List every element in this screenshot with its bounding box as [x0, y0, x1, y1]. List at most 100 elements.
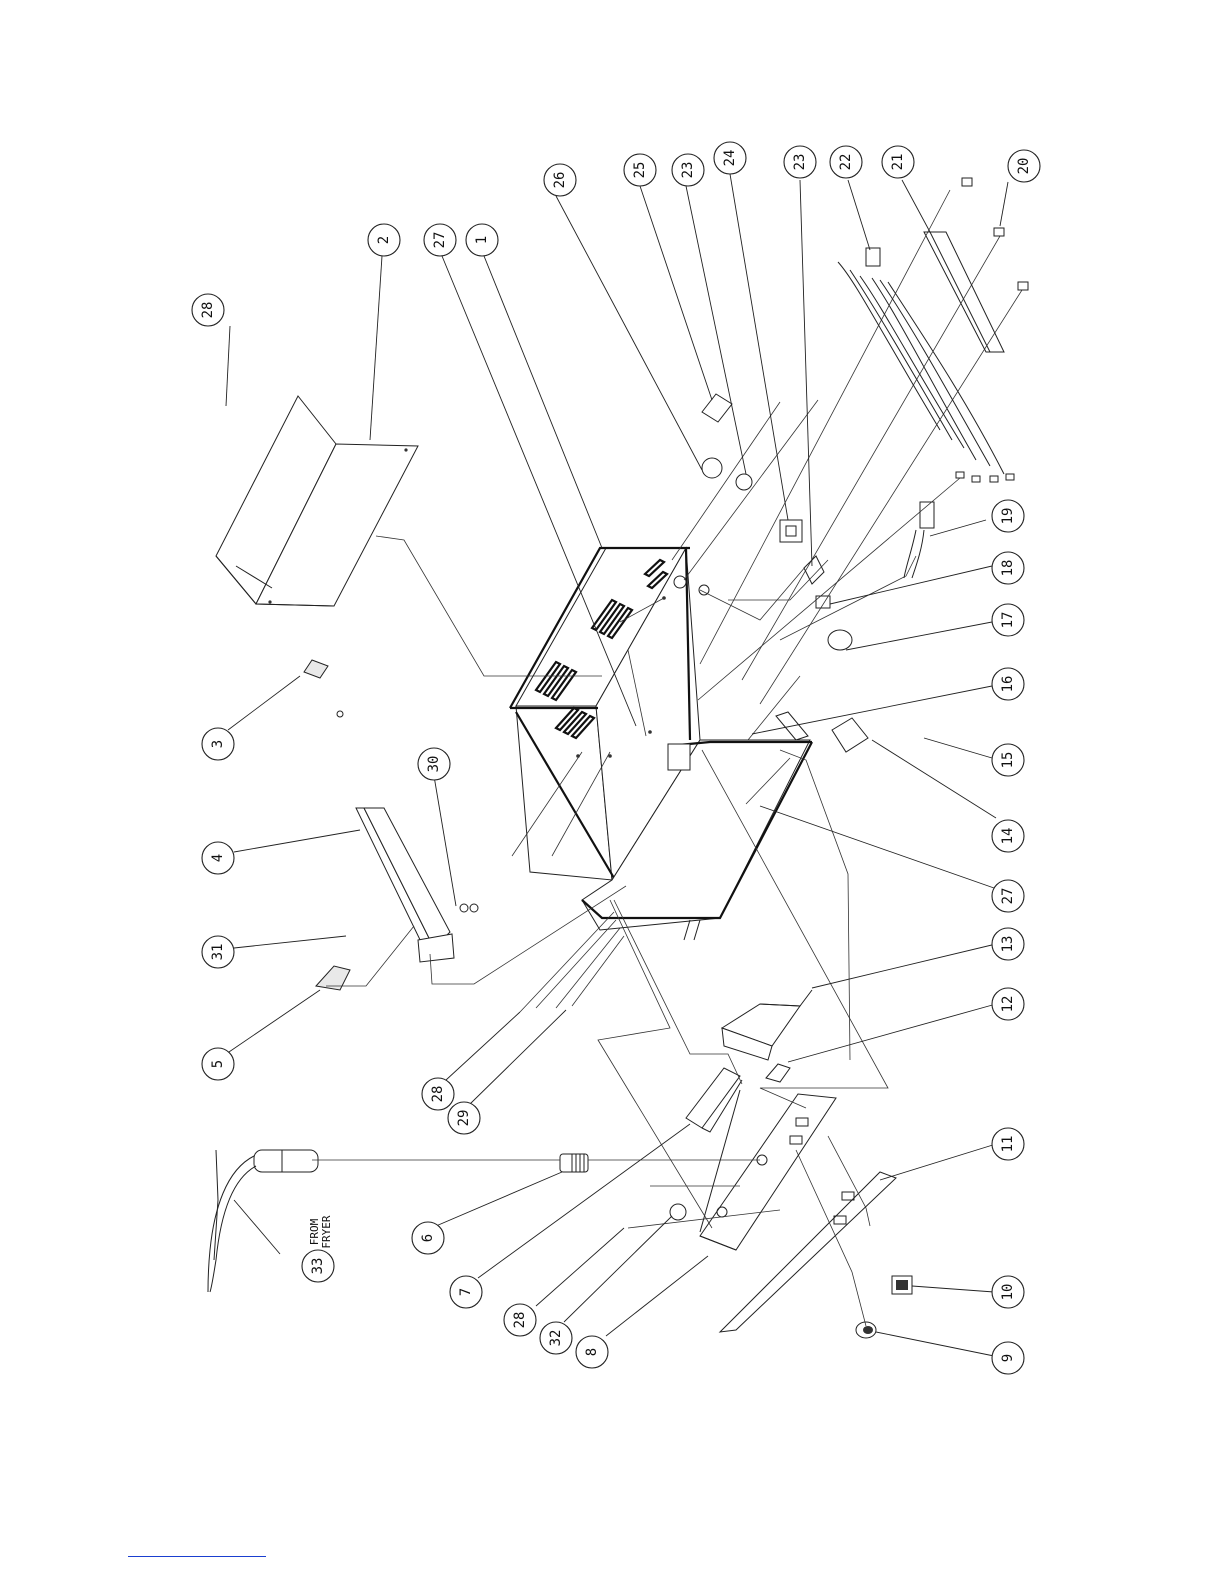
svg-text:33: 33 [310, 1258, 326, 1275]
svg-text:23: 23 [792, 154, 808, 171]
rocker-switch-part [892, 1276, 912, 1294]
callout-23b: 23 [784, 146, 816, 178]
callout-3: 3 [202, 728, 234, 760]
svg-text:15: 15 [1000, 752, 1016, 769]
svg-text:13: 13 [1000, 936, 1016, 953]
svg-text:8: 8 [584, 1348, 600, 1356]
svg-text:25: 25 [632, 162, 648, 179]
note-line-2: FRYER [320, 1215, 333, 1248]
svg-text:26: 26 [552, 172, 568, 189]
svg-text:14: 14 [1000, 828, 1016, 845]
callout-20: 20 [1008, 150, 1040, 182]
bracket-plate-part [304, 660, 328, 678]
svg-text:29: 29 [456, 1110, 472, 1127]
svg-text:22: 22 [838, 154, 854, 171]
footer-rule [128, 1556, 266, 1557]
svg-text:16: 16 [1000, 676, 1016, 693]
callout-16: 16 [992, 668, 1024, 700]
terminal-block-part [780, 520, 802, 542]
cabinet-frame-part [510, 548, 812, 940]
svg-text:30: 30 [426, 756, 442, 773]
washer-part [460, 904, 468, 912]
svg-text:18: 18 [1000, 560, 1016, 577]
svg-text:4: 4 [210, 854, 226, 862]
svg-text:10: 10 [1000, 1284, 1016, 1301]
from-fryer-note: FROM FRYER [308, 1215, 333, 1248]
callout-15: 15 [992, 744, 1024, 776]
svg-text:27: 27 [432, 232, 448, 249]
callout-13: 13 [992, 928, 1024, 960]
svg-text:3: 3 [210, 740, 226, 748]
callout-30: 30 [418, 748, 450, 780]
svg-text:32: 32 [548, 1330, 564, 1347]
callout-10: 10 [992, 1276, 1024, 1308]
top-cover-part [216, 396, 418, 606]
callout-28b: 28 [422, 1078, 454, 1110]
callout-12: 12 [992, 988, 1024, 1020]
svg-text:27: 27 [1000, 888, 1016, 905]
washer-part [470, 904, 478, 912]
nut-part [962, 178, 972, 186]
callout-27a: 27 [424, 224, 456, 256]
nut-part [1018, 282, 1028, 290]
svg-text:17: 17 [1000, 612, 1016, 629]
plug-button-part [670, 1204, 686, 1220]
callout-29: 29 [448, 1102, 480, 1134]
wire-harness-part [838, 248, 1014, 482]
svg-text:24: 24 [722, 150, 738, 167]
callout-17: 17 [992, 604, 1024, 636]
callout-4: 4 [202, 842, 234, 874]
callout-11: 11 [992, 1128, 1024, 1160]
knob-part [856, 1322, 876, 1338]
connector-part [560, 1154, 588, 1172]
callout-27b: 27 [992, 880, 1024, 912]
angle-bracket-part [686, 1068, 742, 1132]
callout-9: 9 [992, 1342, 1024, 1374]
warning-label-part [702, 394, 732, 422]
label-plate-part [766, 1064, 790, 1082]
svg-text:7: 7 [458, 1288, 474, 1296]
front-rail-part [700, 1090, 836, 1250]
callout-1: 1 [466, 224, 498, 256]
callout-25: 25 [624, 154, 656, 186]
indicator-light-part [702, 458, 722, 478]
duct-part [722, 990, 812, 1060]
svg-text:6: 6 [420, 1234, 436, 1242]
nut-part [994, 228, 1004, 236]
callout-22: 22 [830, 146, 862, 178]
callout-6: 6 [412, 1222, 444, 1254]
lamp-socket-part [828, 630, 852, 650]
screw-part [337, 711, 343, 717]
svg-text:12: 12 [1000, 996, 1016, 1013]
svg-text:9: 9 [1000, 1354, 1016, 1362]
callout-21: 21 [882, 146, 914, 178]
svg-text:1: 1 [474, 236, 490, 244]
svg-text:28: 28 [200, 302, 216, 319]
relay-part [804, 556, 824, 584]
callout-32: 32 [540, 1322, 572, 1354]
svg-text:19: 19 [1000, 508, 1016, 525]
callout-24: 24 [714, 142, 746, 174]
svg-text:23: 23 [680, 162, 696, 179]
svg-text:2: 2 [376, 236, 392, 244]
callout-28a: 28 [192, 294, 224, 326]
svg-text:11: 11 [1000, 1136, 1016, 1153]
callout-18: 18 [992, 552, 1024, 584]
callout-5: 5 [202, 1048, 234, 1080]
svg-text:31: 31 [210, 944, 226, 961]
callout-7: 7 [450, 1276, 482, 1308]
power-cord-part [208, 1150, 318, 1292]
svg-text:21: 21 [890, 154, 906, 171]
callout-2: 2 [368, 224, 400, 256]
callout-31: 31 [202, 936, 234, 968]
plug-cord-part [904, 502, 934, 578]
svg-text:28: 28 [512, 1312, 528, 1329]
svg-text:5: 5 [210, 1060, 226, 1068]
side-angle-part [356, 808, 454, 962]
callout-23a: 23 [672, 154, 704, 186]
svg-text:28: 28 [430, 1086, 446, 1103]
thermostat-part [736, 474, 752, 490]
callout-14: 14 [992, 820, 1024, 852]
svg-text:20: 20 [1016, 158, 1032, 175]
